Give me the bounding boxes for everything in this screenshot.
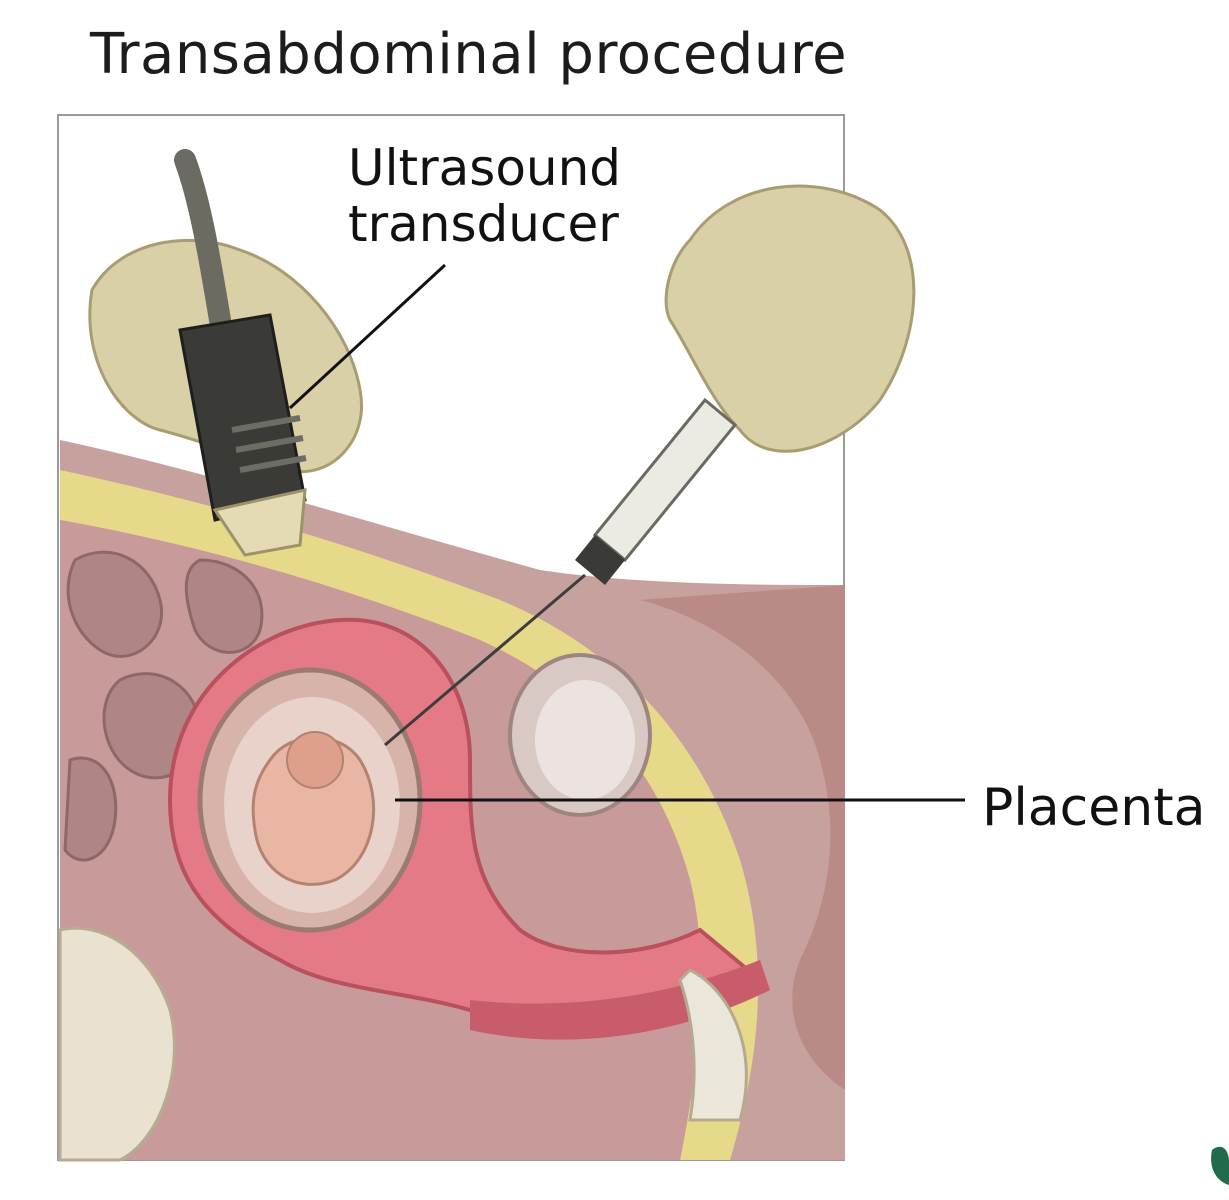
cervical-canal [470,960,770,1040]
logo-leaf-icon [1211,1146,1229,1185]
transducer-label-line1: Ultrasound [348,139,622,197]
transducer-tip [212,488,307,557]
transducer-grip [231,415,307,473]
transducer-cable [174,149,231,331]
ultrasound-transducer-label: Ultrasound transducer [348,140,621,252]
right-hand [664,184,916,453]
syringe-barrel [592,397,738,563]
syringe-needle [384,573,586,747]
transducer-label-line2: transducer [348,195,619,253]
placenta-label: Placenta [982,778,1206,838]
pelvic-bone [58,926,176,1162]
fat-layer [60,470,759,1160]
transducer-leader-line [288,263,447,410]
diagram-title: Transabdominal procedure [90,22,848,87]
syringe-hub [575,535,625,585]
rectum [678,968,748,1122]
body-contour [640,585,845,1090]
